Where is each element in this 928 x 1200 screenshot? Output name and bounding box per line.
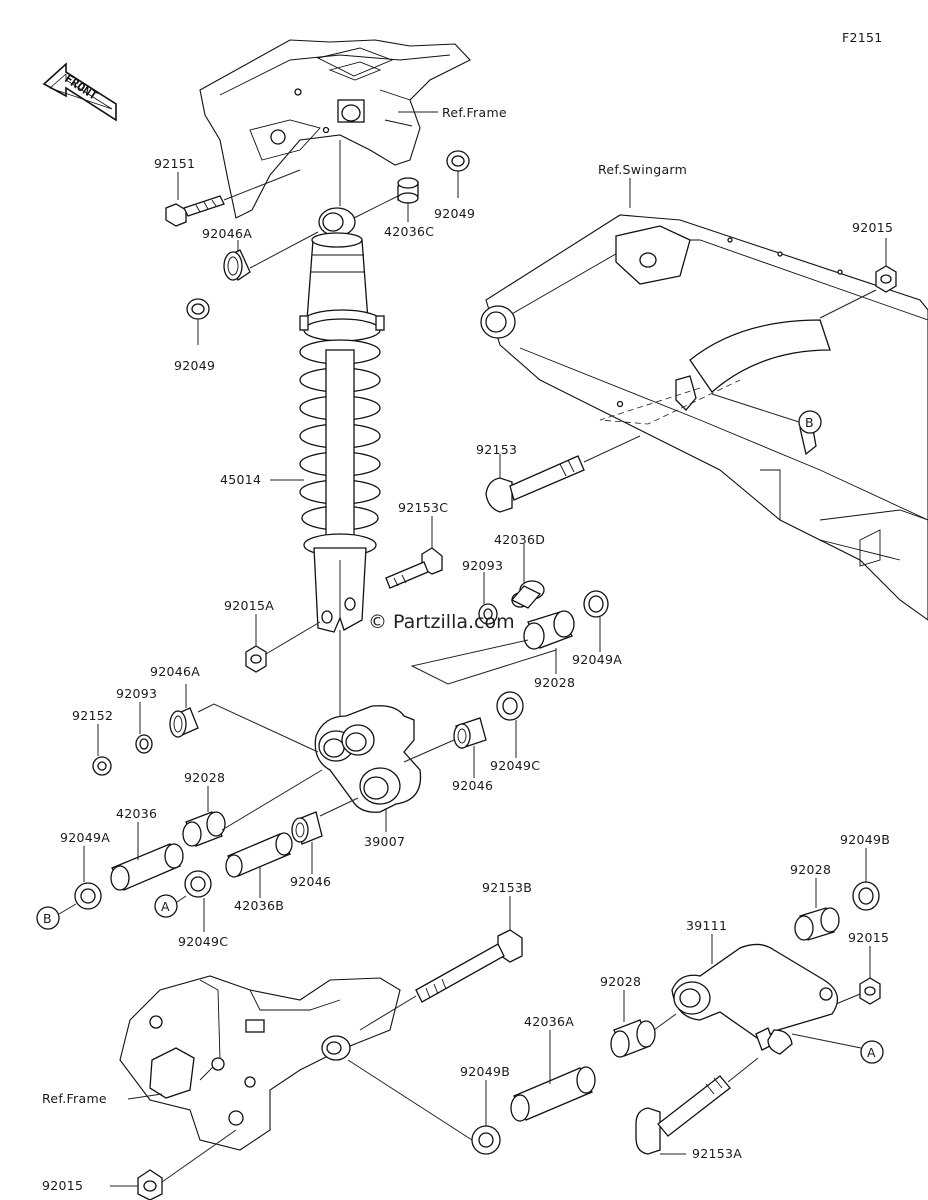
watermark: © Partzilla.com [368,611,515,633]
svg-text:A: A [161,899,170,914]
part-42036-sleeve [110,843,184,891]
part-92015-right-nut [875,265,897,293]
callout-a-right: A [860,1040,884,1064]
callout-a-left: A [154,894,178,918]
part-92046a-left-bearing [169,707,199,738]
part-92153c-bolt [385,547,443,589]
part-92049c-left-washer [184,870,212,898]
part-92028-left-bushing [182,811,226,847]
label-92015-right[interactable]: 92015 [852,220,893,235]
part-92049a-right-washer [583,590,609,618]
label-92049b-low[interactable]: 92049B [460,1064,510,1079]
part-92028-mid-bushing [523,610,575,650]
part-42036c-drawing [397,177,419,204]
callout-b-swingarm: B [798,410,822,434]
label-92015-bottom[interactable]: 92015 [42,1178,83,1193]
label-92046a-left[interactable]: 92046A [150,664,200,679]
frame-top-drawing [199,39,471,219]
callout-b-left: B [36,906,60,930]
part-92153b-bolt [415,929,523,1003]
part-39007-link [314,705,422,813]
svg-text:B: B [805,415,814,430]
part-92049b-right-washer [852,881,880,911]
part-92028-low-bushing [610,1019,656,1058]
part-92151-bolt [165,195,225,227]
label-42036[interactable]: 42036 [116,806,157,821]
label-92093-mid[interactable]: 92093 [462,558,503,573]
part-92093-mid-washer [478,603,498,625]
swingarm-drawing [480,214,928,621]
label-92093-left[interactable]: 92093 [116,686,157,701]
label-92153[interactable]: 92153 [476,442,517,457]
label-92153c[interactable]: 92153C [398,500,448,515]
part-92093-left-washer [135,734,153,754]
label-92049a-right[interactable]: 92049A [572,652,622,667]
part-92153a-bolt [635,1075,731,1155]
label-42036d[interactable]: 42036D [494,532,545,547]
label-92049-top-right[interactable]: 92049 [434,206,475,221]
label-92028-low[interactable]: 92028 [600,974,641,989]
label-42036a[interactable]: 42036A [524,1014,574,1029]
part-92153-bolt [485,455,585,513]
label-92046-right[interactable]: 92046 [452,778,493,793]
part-92028-right-bushing [794,907,840,941]
part-42036a-sleeve [510,1066,596,1122]
label-92049-left[interactable]: 92049 [174,358,215,373]
part-92046a-top-bearing [223,249,251,281]
label-42036b[interactable]: 42036B [234,898,284,913]
part-92049c-right-washer [496,691,524,721]
label-92028-right[interactable]: 92028 [790,862,831,877]
label-42036c[interactable]: 42036C [384,224,434,239]
label-39007[interactable]: 39007 [364,834,405,849]
label-92015a[interactable]: 92015A [224,598,274,613]
part-92015-lowright-nut [859,977,881,1005]
part-92015-bottom-nut [137,1169,163,1200]
label-92046a-top[interactable]: 92046A [202,226,252,241]
shock-absorber-45014 [299,207,385,633]
part-92046-right-bearing [453,717,487,749]
part-92152-washer [92,756,112,776]
part-42036b-sleeve [225,832,293,878]
part-92049-left-washer [186,298,210,320]
svg-text:B: B [43,911,52,926]
label-92028-left[interactable]: 92028 [184,770,225,785]
svg-text:A: A [867,1045,876,1060]
label-92049a-left[interactable]: 92049A [60,830,110,845]
label-92153a[interactable]: 92153A [692,1146,742,1161]
label-92028-mid[interactable]: 92028 [534,675,575,690]
front-arrow-icon: FRONT [42,62,117,122]
part-92049-top-washer [446,150,470,172]
label-92151[interactable]: 92151 [154,156,195,171]
ref-frame-top: Ref.Frame [442,105,507,120]
label-92046-left[interactable]: 92046 [290,874,331,889]
part-39111-rod [671,943,839,1055]
part-92049b-low-washer [471,1125,501,1155]
frame-bottom-drawing [119,975,401,1151]
label-92015-lowright[interactable]: 92015 [848,930,889,945]
label-92049b-right[interactable]: 92049B [840,832,890,847]
ref-swingarm: Ref.Swingarm [598,162,687,177]
part-labels: 92151 92046A 92049 42036C 92049 45014 92… [42,156,893,1193]
part-92046-left-bearing [291,811,323,845]
label-92049c-left[interactable]: 92049C [178,934,228,949]
label-92049c-right[interactable]: 92049C [490,758,540,773]
label-45014[interactable]: 45014 [220,472,261,487]
part-42036d-drawing [510,580,545,609]
label-92152[interactable]: 92152 [72,708,113,723]
part-92015a-nut [245,645,267,673]
label-39111[interactable]: 39111 [686,918,727,933]
part-92049a-left-washer [74,882,102,910]
page-code: F2151 [842,30,883,45]
ref-frame-bottom: Ref.Frame [42,1091,107,1106]
label-92153b[interactable]: 92153B [482,880,532,895]
